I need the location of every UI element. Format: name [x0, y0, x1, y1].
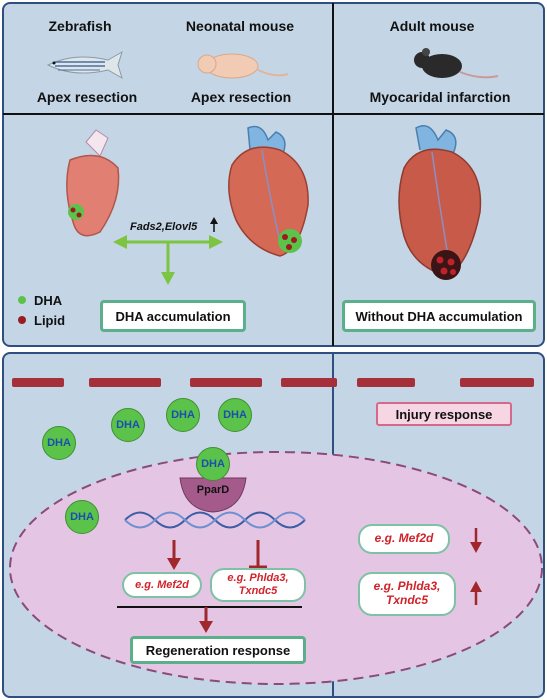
zebrafish-heart-icon	[66, 129, 120, 237]
green-double-arrow	[113, 235, 223, 285]
legend-lipid-dot	[18, 316, 26, 324]
mef2d-down-arrow	[470, 528, 482, 553]
neonatal-heart-icon	[228, 125, 309, 257]
regeneration-arrow	[199, 607, 213, 633]
adult-mouse-label: Adult mouse	[389, 18, 475, 34]
adult-heart-icon	[398, 125, 482, 280]
cell-membrane	[12, 378, 534, 387]
right-mef2d-pill: e.g. Mef2d	[358, 524, 450, 554]
dha-molecule: DHA	[65, 500, 99, 534]
left-txndc5-text: Txndc5	[238, 585, 278, 597]
dha-molecule: DHA	[111, 408, 145, 442]
injury-response-box: Injury response	[376, 402, 512, 426]
dha-molecule: DHA	[218, 398, 252, 432]
right-txndc5-text: Txndc5	[385, 593, 428, 607]
left-phlda3-pill: e.g. Phlda3, Txndc5	[210, 568, 306, 602]
ppard-receptor	[179, 477, 247, 513]
dha-accumulation-box: DHA accumulation	[100, 300, 246, 332]
neonatal-mouse-icon	[197, 53, 289, 79]
myocardial-infarction-label: Myocaridal infarction	[369, 89, 511, 105]
dha-molecule: DHA	[42, 426, 76, 460]
apex-resection-label-1: Apex resection	[36, 89, 138, 105]
zebrafish-label: Zebrafish	[48, 18, 112, 34]
phlda3-up-arrow	[470, 581, 482, 605]
without-dha-accumulation-box: Without DHA accumulation	[342, 300, 536, 332]
adult-mouse-icon	[414, 48, 499, 79]
right-phlda3-pill: e.g. Phlda3, Txndc5	[358, 572, 456, 616]
left-mef2d-pill: e.g. Mef2d	[122, 572, 202, 598]
neonatal-mouse-label: Neonatal mouse	[185, 18, 295, 34]
left-phlda3-text: e.g. Phlda3,	[227, 572, 289, 585]
dha-molecule: DHA	[166, 398, 200, 432]
regeneration-response-box: Regeneration response	[130, 636, 306, 664]
genes-label: Fads2,Elovl5	[130, 221, 198, 233]
zebrafish-icon	[46, 50, 123, 80]
dna-helix	[124, 511, 306, 529]
right-mef2d-text: e.g. Mef2d	[374, 531, 434, 546]
right-phlda3-text: e.g. Phlda3,	[373, 579, 441, 594]
legend-lipid-label: Lipid	[34, 313, 66, 328]
apex-resection-label-2: Apex resection	[190, 89, 292, 105]
dha-molecule: DHA	[196, 447, 230, 481]
ppard-label: PparD	[196, 484, 230, 496]
left-mef2d-text: e.g. Mef2d	[135, 578, 189, 591]
legend-dha-label: DHA	[34, 293, 63, 308]
left-down-arrow	[167, 540, 181, 570]
left-inhibit-line	[249, 540, 267, 569]
legend-dha-dot	[18, 296, 26, 304]
upregulation-arrow	[210, 217, 218, 232]
